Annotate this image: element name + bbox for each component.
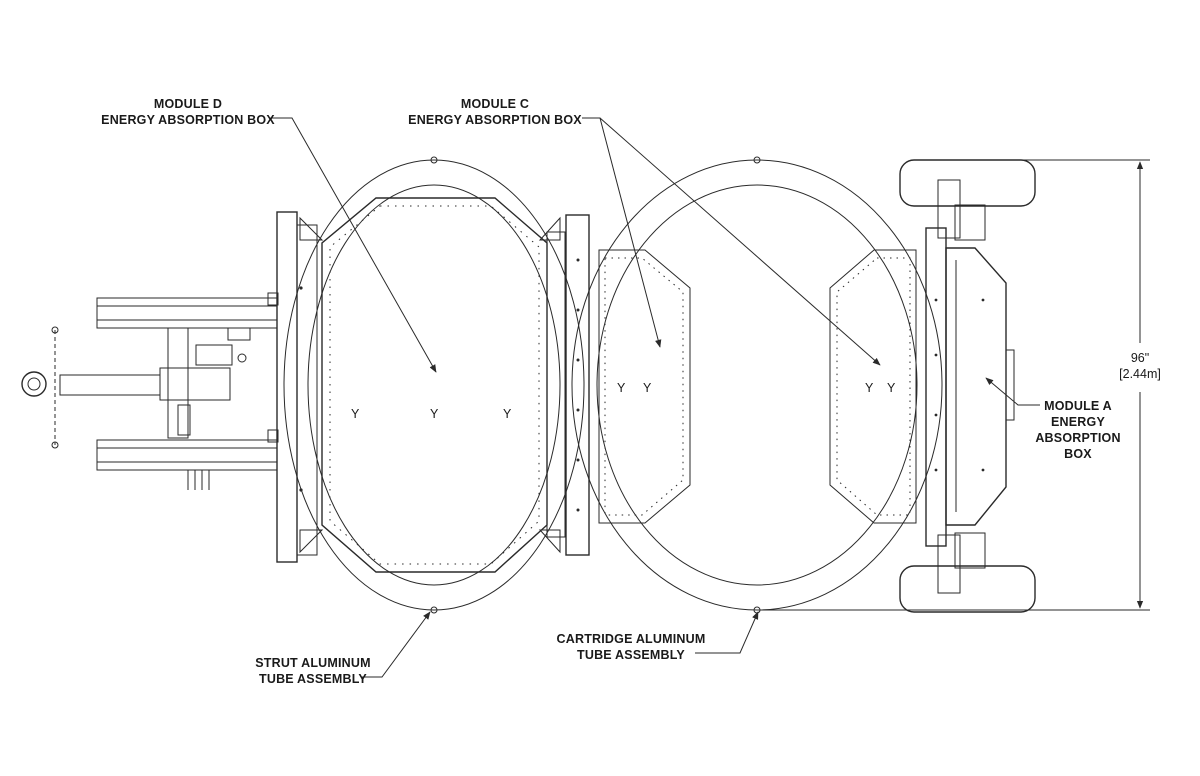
label-module-c: MODULE C ENERGY ABSORPTION BOX <box>408 97 582 127</box>
svg-text:Y: Y <box>865 381 874 395</box>
label-module-a-line1: MODULE A <box>1044 399 1112 413</box>
lower-wheel <box>899 532 1036 613</box>
svg-text:Y: Y <box>617 381 626 395</box>
module-c-box: Y Y <box>565 214 691 556</box>
leader-lines <box>270 117 1040 678</box>
module-a-box <box>925 227 1015 547</box>
label-cartridge-line2: TUBE ASSEMBLY <box>577 648 685 662</box>
module-d-box: Y Y Y <box>299 197 566 573</box>
svg-text:Y: Y <box>503 407 512 421</box>
label-module-c-line1: MODULE C <box>461 97 529 111</box>
cartridge-inner-panel: Y Y <box>829 249 917 524</box>
overall-width-dimension: 96" [2.44m] <box>757 159 1161 611</box>
label-module-a-line2: ENERGY <box>1051 415 1105 429</box>
strut-tube-loop <box>283 156 585 614</box>
label-strut-line1: STRUT ALUMINUM <box>255 656 371 670</box>
dimension-metric: [2.44m] <box>1119 367 1161 381</box>
label-module-d-line1: MODULE D <box>154 97 222 111</box>
svg-text:Y: Y <box>887 381 896 395</box>
label-module-c-line2: ENERGY ABSORPTION BOX <box>408 113 582 127</box>
tow-frame <box>21 211 318 563</box>
label-module-d-line2: ENERGY ABSORPTION BOX <box>101 113 275 127</box>
upper-wheel <box>899 159 1036 241</box>
svg-text:Y: Y <box>430 407 439 421</box>
label-strut: STRUT ALUMINUM TUBE ASSEMBLY <box>255 656 371 686</box>
svg-text:Y: Y <box>643 381 652 395</box>
label-module-d: MODULE D ENERGY ABSORPTION BOX <box>101 97 275 127</box>
label-module-a-line3: ABSORPTION <box>1035 431 1120 445</box>
label-cartridge: CARTRIDGE ALUMINUM TUBE ASSEMBLY <box>557 632 706 662</box>
label-strut-line2: TUBE ASSEMBLY <box>259 672 367 686</box>
label-module-a-line4: BOX <box>1064 447 1092 461</box>
svg-text:Y: Y <box>351 407 360 421</box>
label-module-a: MODULE A ENERGY ABSORPTION BOX <box>1035 399 1120 461</box>
label-cartridge-line1: CARTRIDGE ALUMINUM <box>557 632 706 646</box>
dimension-imperial: 96" <box>1131 351 1149 365</box>
